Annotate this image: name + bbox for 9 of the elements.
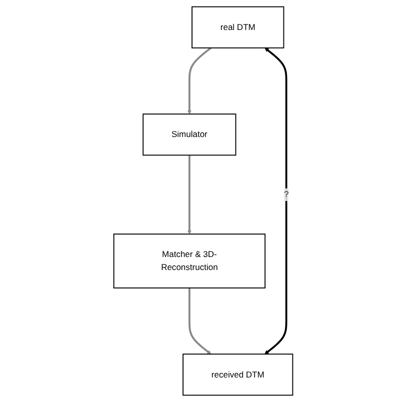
- node-box: received DTM: [182, 354, 293, 396]
- edge-label: ?: [284, 190, 288, 200]
- node-box: Simulator: [142, 114, 236, 156]
- arrow: [187, 47, 212, 114]
- node-box: Matcher & 3D-Reconstruction: [113, 234, 266, 288]
- arrow: [188, 288, 211, 354]
- arrow: [264, 48, 287, 354]
- arrow: [187, 155, 192, 234]
- node-box: real DTM: [191, 6, 284, 48]
